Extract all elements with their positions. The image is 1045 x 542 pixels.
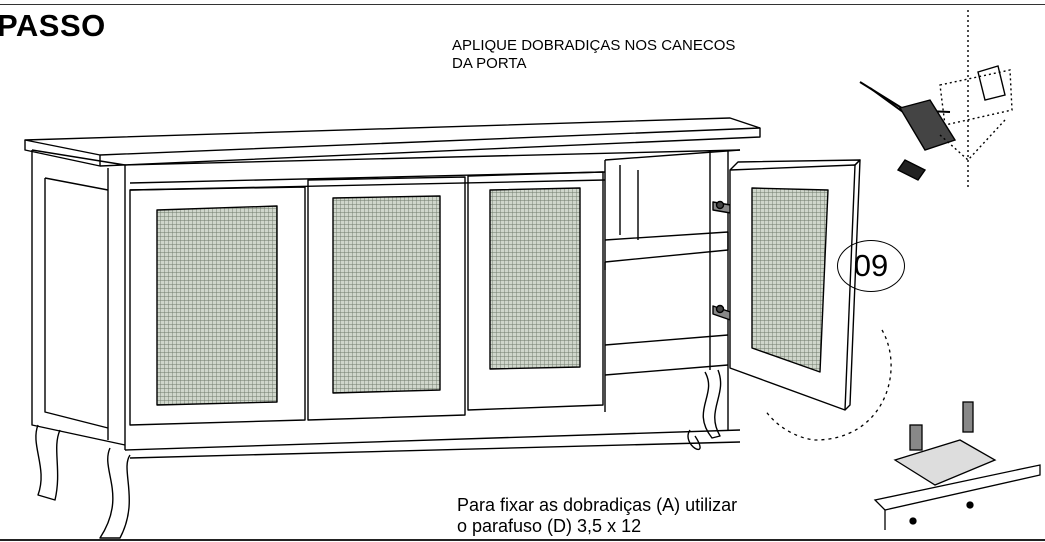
cabinet-leg-left-front [99, 447, 131, 539]
step-title: PASSO [0, 8, 106, 43]
cabinet-top [24, 117, 761, 167]
cabinet-leg-left-back [35, 424, 61, 501]
instruction-line-2: DA PORTA [452, 55, 527, 72]
hinge-plate-detail [873, 401, 1041, 530]
cabinet-front-frame [124, 149, 741, 459]
screw-note: Para fixar as dobradiças (A) utilizar o … [457, 495, 877, 537]
bottom-rule [0, 539, 1045, 541]
door-1 [129, 186, 306, 426]
top-rule [0, 4, 1045, 5]
open-right-door [729, 159, 861, 411]
cabinet-leg-right-front [687, 369, 722, 451]
door-2 [307, 176, 466, 421]
hinge-cup-detail [859, 10, 1013, 190]
instruction-line-1: APLIQUE DOBRADIÇAS NOS CANECOS [452, 37, 736, 54]
instruction-text: APLIQUE DOBRADIÇAS NOS CANECOS DA PORTA [452, 37, 872, 73]
step-number-badge: 09 [837, 240, 905, 292]
open-compartment [604, 149, 741, 430]
cabinet-left-side [31, 149, 126, 446]
screw-note-line-1: Para fixar as dobradiças (A) utilizar [457, 495, 738, 515]
door-3 [467, 171, 604, 411]
screw-note-line-2: o parafuso (D) 3,5 x 12 [457, 516, 642, 536]
